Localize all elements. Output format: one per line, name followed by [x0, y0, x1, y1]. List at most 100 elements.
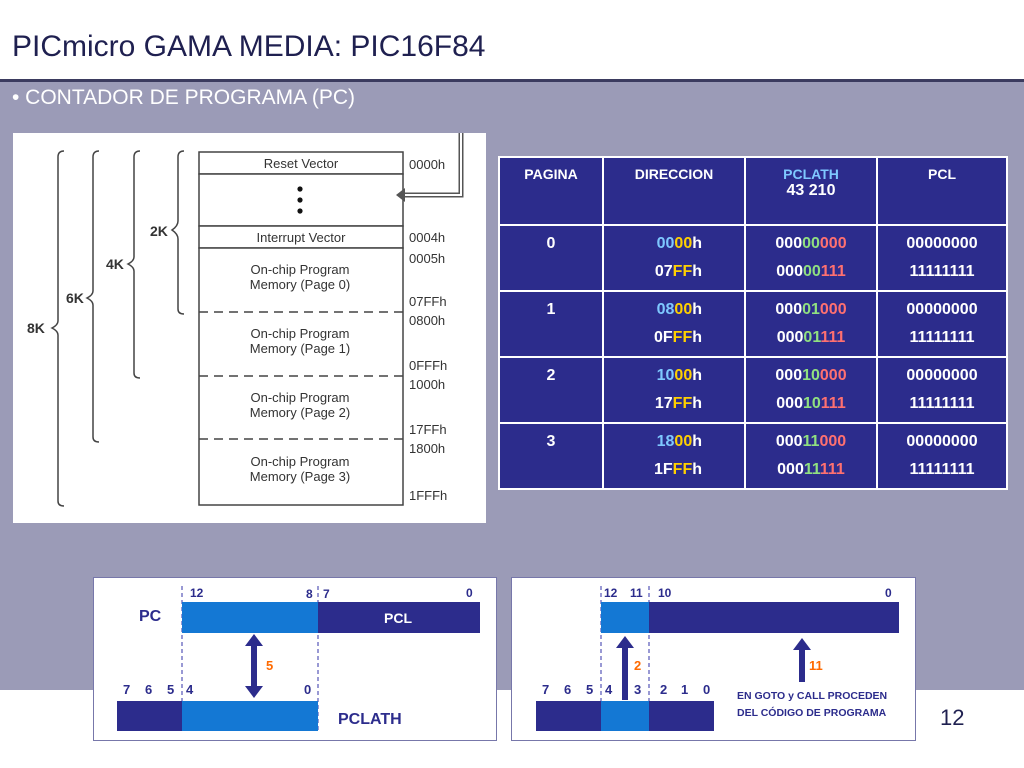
dir-start-hi: 08 [656, 301, 675, 318]
pclath-unused-bits: 000 [775, 433, 803, 450]
pcl-label: PCL [384, 610, 412, 626]
pcl-start: 00000000 [906, 301, 978, 318]
cell-pagina: 1 [498, 290, 604, 358]
pclath-low-bits: 000 [819, 433, 847, 450]
dir-end-hi: 1F [654, 461, 673, 478]
table-row: 3 1800h 1FFFh 00011000 00011111 00000000… [498, 422, 1008, 490]
pcl-register [318, 602, 480, 633]
bit-label-11: 11 [630, 586, 643, 600]
cell-pclath: 00001000 00001111 [744, 290, 878, 358]
cell-pclath: 00000000 00000111 [744, 224, 878, 292]
cell-pagina: 2 [498, 356, 604, 424]
pc-page-bits [601, 602, 649, 633]
dir-end-hi: 07 [654, 263, 673, 280]
address-label: 17FFh [409, 422, 447, 437]
pcl-start: 00000000 [906, 433, 978, 450]
header-pclath: PCLATH 43 210 [744, 156, 878, 226]
bit-label-12: 12 [190, 586, 204, 600]
cell-direccion: 0000h 07FFh [602, 224, 746, 292]
hex-suffix: h [692, 461, 702, 478]
bit-label-7: 7 [323, 587, 330, 601]
dir-end-lo: FF [672, 329, 693, 346]
bit-label-0: 0 [885, 586, 892, 600]
bit-label-12: 12 [604, 586, 618, 600]
ellipsis-dot [297, 208, 303, 214]
pc-pclath-diagram: 12 8 7 0 PC PCL 7 6 5 4 0 5 PCLATH [93, 577, 497, 741]
page3-label-line2: Memory (Page 3) [250, 469, 350, 484]
transfer-bit-count: 5 [266, 658, 273, 673]
pclath-low-bits: 111 [820, 329, 846, 346]
bracket-6k [85, 150, 100, 443]
bracket-label-2k: 2K [150, 223, 168, 239]
pclath-used-bits [182, 701, 318, 731]
address-label: 0800h [409, 313, 445, 328]
hex-suffix: h [692, 367, 702, 384]
pclath-bit-6: 6 [145, 682, 152, 697]
interrupt-vector-label: Interrupt Vector [257, 230, 347, 245]
pclath-low-bits: 111 [820, 263, 846, 280]
code-bit-count: 11 [809, 658, 823, 673]
pclath-unused-bits: 000 [777, 461, 804, 478]
pclath-page-bits: 10 [802, 395, 821, 412]
pc-low-bits [649, 602, 899, 633]
bullet-heading: • CONTADOR DE PROGRAMA (PC) [12, 86, 355, 109]
address-label: 1FFFh [409, 488, 447, 503]
pclath-bit-0: 0 [304, 682, 311, 697]
pclath-unused-bits: 000 [776, 329, 804, 346]
dir-start-lo: 00 [674, 433, 693, 450]
bit-label-10: 10 [658, 586, 672, 600]
program-memory-map: Reset Vector Interrupt Vector On-chip Pr… [13, 133, 486, 523]
pclath-page-bits [601, 701, 649, 731]
address-label: 0005h [409, 251, 445, 266]
pclath-bit-7: 7 [542, 682, 549, 697]
address-label: 0004h [409, 230, 445, 245]
page-arrow-head [616, 636, 634, 648]
code-arrow-head [793, 638, 811, 650]
address-label: 07FFh [409, 294, 447, 309]
page-bit-count: 2 [634, 658, 641, 673]
goto-call-note-line2: DEL CÓDIGO DE PROGRAMA [737, 706, 887, 719]
reset-vector-label: Reset Vector [264, 156, 339, 171]
pclath-page-bits: 00 [802, 263, 821, 280]
address-label: 1800h [409, 441, 445, 456]
pclath-unused-bits: 000 [776, 263, 803, 280]
pclath-page-bits: 01 [802, 301, 820, 318]
cell-direccion: 1800h 1FFFh [602, 422, 746, 490]
pclath-page-bits: 10 [802, 367, 820, 384]
slide-number: 12 [940, 705, 965, 730]
hex-suffix: h [692, 329, 702, 346]
reset-arrowhead [396, 188, 405, 202]
hex-suffix: h [692, 433, 702, 450]
reset-arrow-inner [405, 133, 462, 196]
memory-map-svg: Reset Vector Interrupt Vector On-chip Pr… [27, 133, 464, 507]
slide-title: PICmicro GAMA MEDIA: PIC16F84 [12, 30, 486, 63]
header-pclath-bits: 43 210 [786, 182, 836, 199]
pclath-unused-bits [117, 701, 182, 731]
page0-label-line1: On-chip Program [251, 262, 350, 277]
pclath-low-bits: 000 [819, 235, 847, 252]
pcl-end: 11111111 [909, 395, 975, 412]
pclath-low-bits: 111 [820, 395, 846, 412]
cell-pagina: 0 [498, 224, 604, 292]
table-header-row: PAGINA DIRECCION PCLATH 43 210 PCL [498, 156, 1008, 226]
pclath-unused-bits [536, 701, 601, 731]
dir-start-lo: 00 [674, 301, 693, 318]
table-row: 0 0000h 07FFh 00000000 00000111 00000000… [498, 224, 1008, 292]
dir-start-hi: 18 [656, 433, 675, 450]
pclath-page-bits: 11 [803, 461, 820, 478]
dir-start-hi: 10 [656, 367, 675, 384]
address-label: 1000h [409, 377, 445, 392]
dir-end-hi: 0F [654, 329, 673, 346]
page1-label-line2: Memory (Page 1) [250, 341, 350, 356]
bracket-8k [50, 150, 65, 507]
pclath-low-bits: 000 [819, 301, 847, 318]
cell-pclath: 00011000 00011111 [744, 422, 878, 490]
header-pagina: PAGINA [498, 156, 604, 226]
bit-label-0: 0 [466, 586, 473, 600]
pclath-unused-bits: 000 [776, 395, 803, 412]
cell-pcl: 00000000 11111111 [876, 224, 1008, 292]
page2-label-line2: Memory (Page 2) [250, 405, 350, 420]
pclath-bit-4: 4 [605, 682, 613, 697]
cell-pcl: 00000000 11111111 [876, 356, 1008, 424]
header-pclath-label: PCLATH [783, 166, 839, 182]
